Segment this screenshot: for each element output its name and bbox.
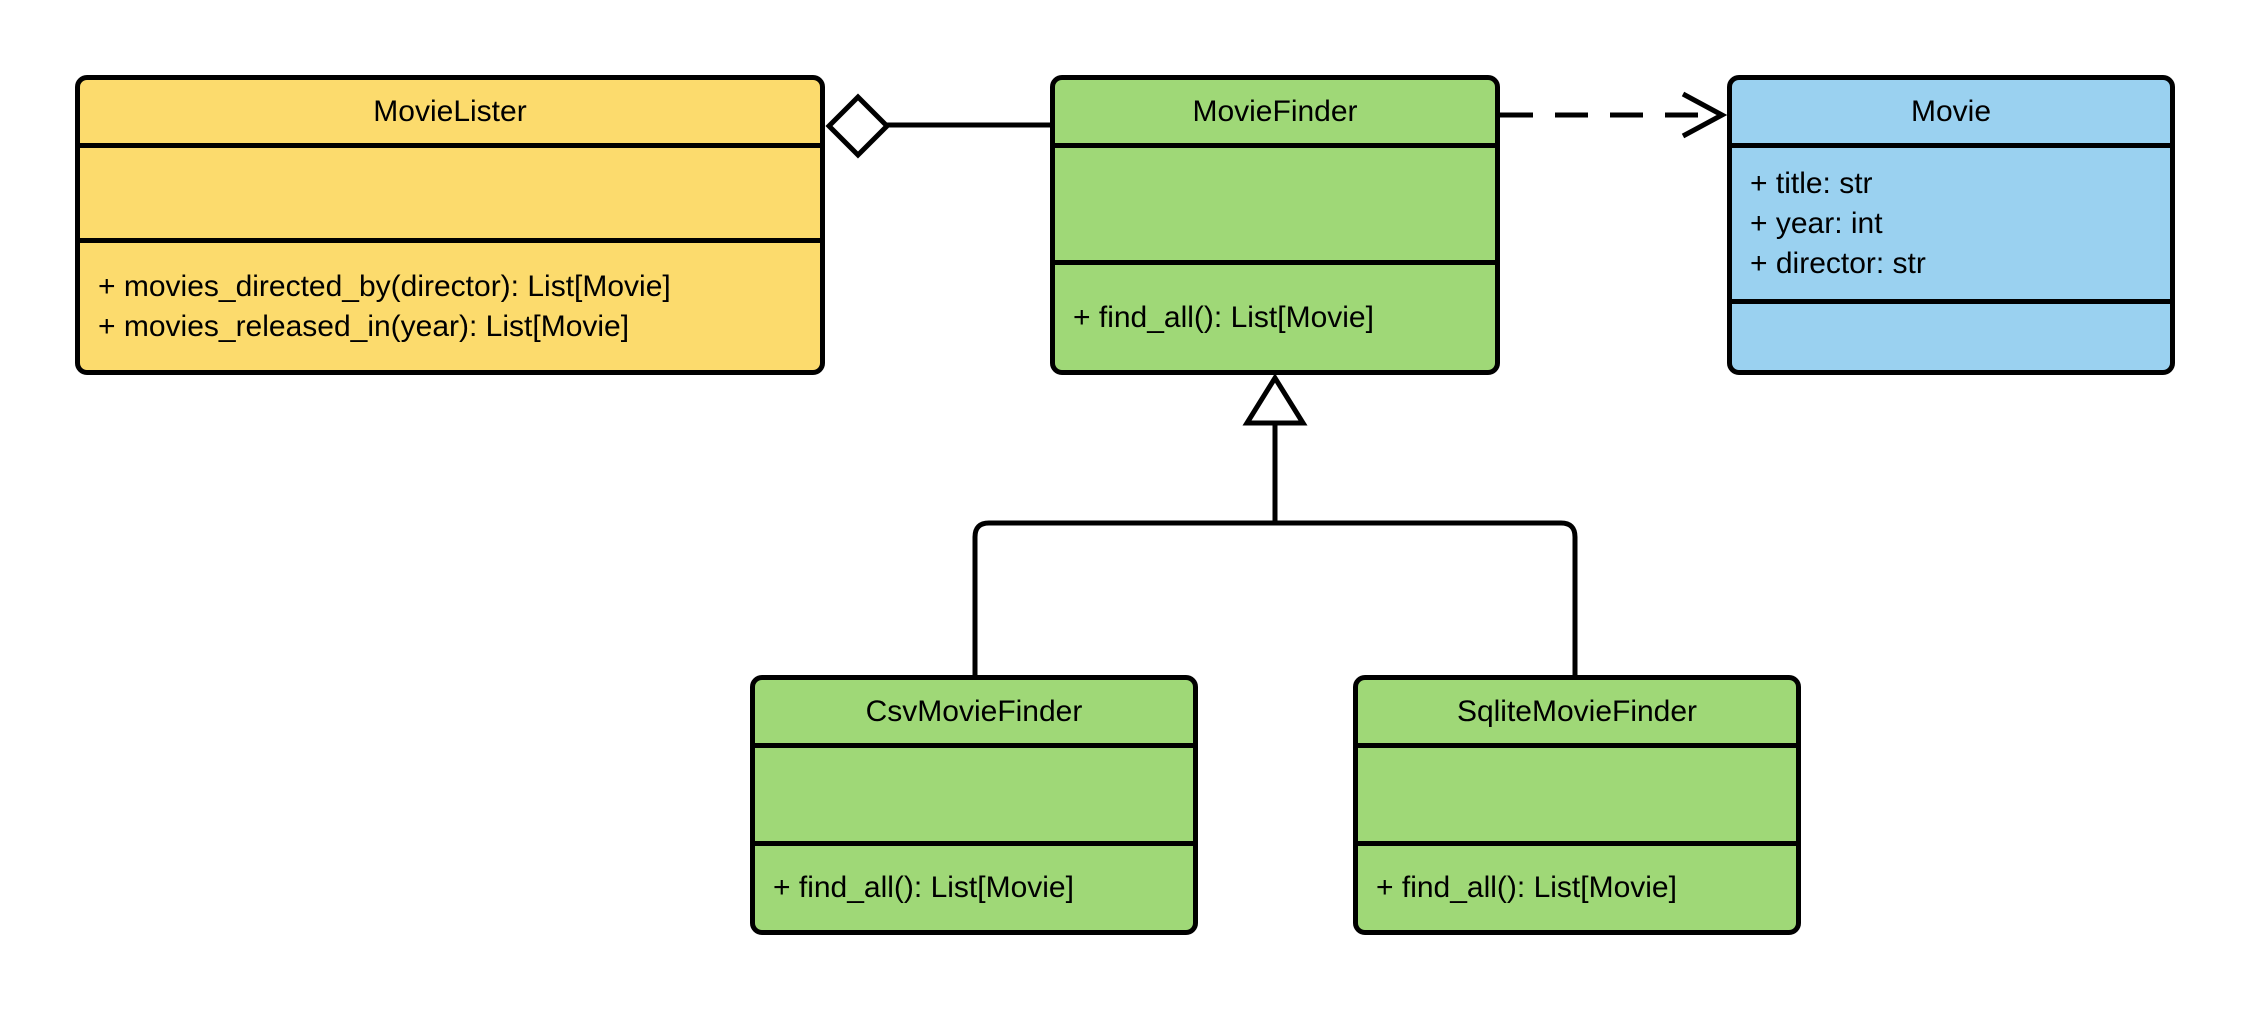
attribute-item: + director: str <box>1750 246 1926 280</box>
class-box-movie: Movie + title: str + year: int + directo… <box>1727 75 2175 375</box>
attributes-compartment-csvmoviefinder <box>755 743 1193 841</box>
class-box-moviefinder: MovieFinder + find_all(): List[Movie] <box>1050 75 1500 375</box>
class-name-movie: Movie <box>1910 94 1992 128</box>
attribute-item: + year: int <box>1750 206 1883 240</box>
methods-compartment-movie <box>1732 299 2170 370</box>
class-name-movielister: MovieLister <box>373 94 527 128</box>
methods-compartment-csvmoviefinder: + find_all(): List[Movie] <box>755 841 1193 930</box>
class-name-csvmoviefinder: CsvMovieFinder <box>865 694 1083 728</box>
aggregation-connector <box>825 93 1050 159</box>
method-item: + find_all(): List[Movie] <box>1376 871 1677 904</box>
attributes-compartment-moviefinder <box>1055 143 1495 260</box>
generalization-branch-line <box>972 520 1578 675</box>
generalization-triangle-icon <box>1242 373 1308 426</box>
methods-compartment-movielister: + movies_directed_by(director): List[Mov… <box>80 238 820 370</box>
attributes-compartment-sqlitemoviefinder <box>1358 743 1796 841</box>
methods-compartment-sqlitemoviefinder: + find_all(): List[Movie] <box>1358 841 1796 930</box>
class-name-sqlitemoviefinder: SqliteMovieFinder <box>1456 694 1698 728</box>
generalization-connector <box>972 373 1578 675</box>
method-item: + movies_released_in(year): List[Movie] <box>98 309 630 343</box>
method-item: + find_all(): List[Movie] <box>773 871 1074 904</box>
dependency-arrow-icon <box>1681 91 1728 139</box>
aggregation-diamond-icon <box>825 93 891 159</box>
class-box-movielister: MovieLister + movies_directed_by(directo… <box>75 75 825 375</box>
dependency-connector <box>1500 91 1728 139</box>
method-item: + movies_directed_by(director): List[Mov… <box>98 269 671 303</box>
class-name-moviefinder: MovieFinder <box>1192 94 1358 128</box>
attributes-compartment-movielister <box>80 143 820 238</box>
class-box-sqlitemoviefinder: SqliteMovieFinder + find_all(): List[Mov… <box>1353 675 1801 935</box>
attribute-item: + title: str <box>1750 166 1873 200</box>
method-item: + find_all(): List[Movie] <box>1073 300 1374 334</box>
methods-compartment-moviefinder: + find_all(): List[Movie] <box>1055 260 1495 370</box>
attributes-compartment-movie: + title: str + year: int + director: str <box>1732 143 2170 299</box>
class-box-csvmoviefinder: CsvMovieFinder + find_all(): List[Movie] <box>750 675 1198 935</box>
